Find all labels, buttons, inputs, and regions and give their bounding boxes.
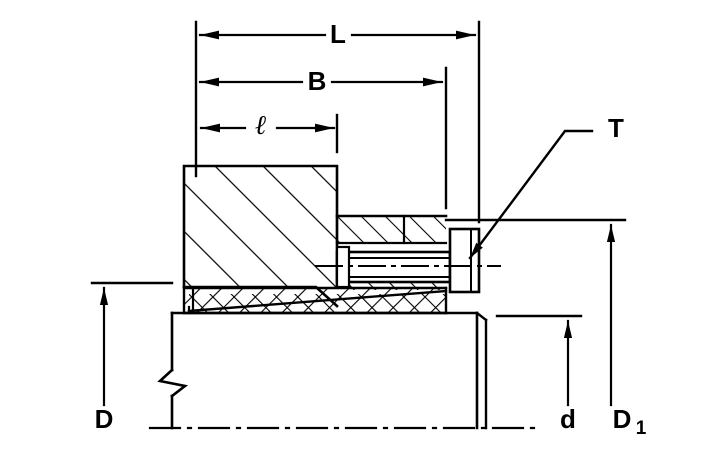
leader-line-T	[468, 129, 594, 260]
label-d: d	[560, 404, 576, 434]
outer-collar	[335, 214, 448, 245]
label-D1: D	[613, 404, 632, 434]
label-B: B	[308, 66, 327, 96]
shaft-body	[157, 311, 488, 430]
label-L: L	[330, 19, 346, 49]
tapered-ring	[182, 286, 448, 315]
dimension-D	[90, 281, 174, 407]
label-D1-subscript: 1	[636, 418, 647, 439]
label-D: D	[95, 404, 114, 434]
extension-lines	[194, 20, 481, 224]
sleeve-block	[182, 164, 339, 308]
label-l: ℓ	[255, 110, 267, 140]
dimension-D1	[444, 218, 627, 407]
dimension-d	[495, 314, 583, 407]
cap-screw	[315, 227, 501, 294]
label-T: T	[608, 113, 624, 143]
